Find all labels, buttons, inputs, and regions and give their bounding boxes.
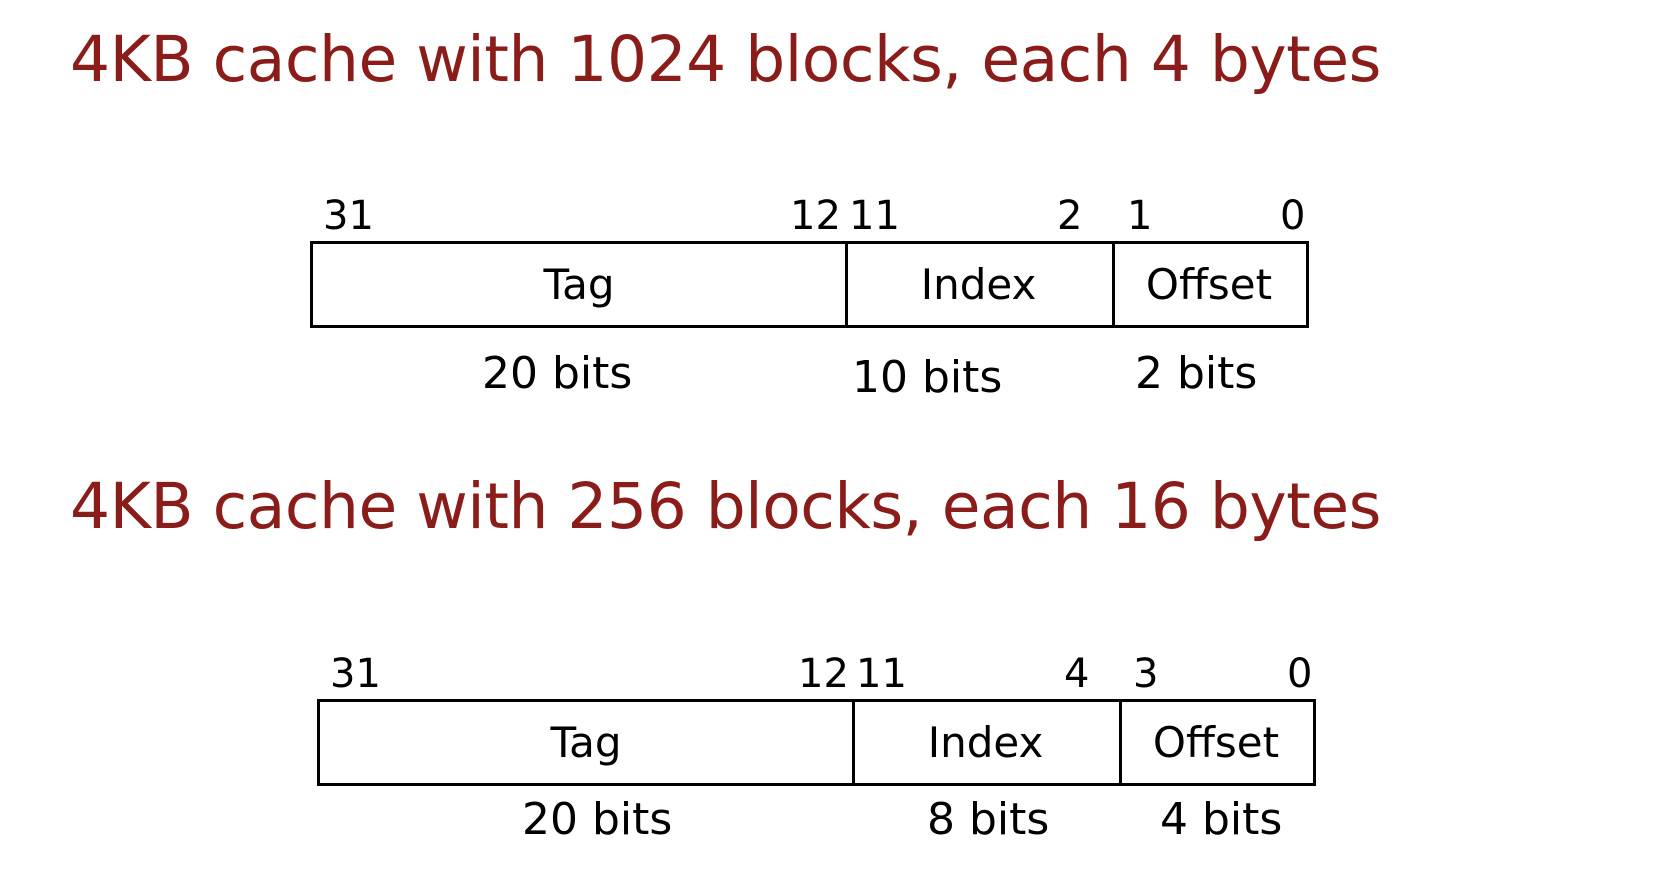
bit-1: 1 <box>1127 193 1153 239</box>
offset-field: Offset <box>1112 241 1309 328</box>
offset-field-label: Offset <box>1145 260 1273 309</box>
bit-0: 0 <box>1287 651 1313 697</box>
tag-width-label: 20 bits <box>522 794 673 845</box>
bit-31: 31 <box>323 193 374 239</box>
bit-0: 0 <box>1280 193 1306 239</box>
index-field: Index <box>852 699 1122 786</box>
offset-field: Offset <box>1119 699 1316 786</box>
address-layout-1: 31 12 11 2 1 0 Tag Index Offset 20 bits … <box>0 0 1676 420</box>
tag-field: Tag <box>310 241 848 328</box>
index-width-label: 10 bits <box>852 352 1003 403</box>
bit-12: 12 <box>790 193 841 239</box>
index-width-label: 8 bits <box>927 794 1050 845</box>
index-field: Index <box>845 241 1115 328</box>
bit-2: 2 <box>1057 193 1083 239</box>
title-layout-1: 4KB cache with 1024 blocks, each 4 bytes <box>70 23 1381 96</box>
index-field-label: Index <box>927 718 1044 767</box>
offset-field-label: Offset <box>1152 718 1280 767</box>
tag-field-label: Tag <box>543 260 615 309</box>
index-field-label: Index <box>920 260 1037 309</box>
bit-3: 3 <box>1133 651 1159 697</box>
tag-field: Tag <box>317 699 855 786</box>
tag-field-label: Tag <box>550 718 622 767</box>
offset-width-label: 4 bits <box>1160 794 1283 845</box>
bit-11: 11 <box>849 193 900 239</box>
offset-width-label: 2 bits <box>1135 348 1258 399</box>
title-layout-2: 4KB cache with 256 blocks, each 16 bytes <box>70 470 1381 543</box>
bit-4: 4 <box>1064 651 1090 697</box>
tag-width-label: 20 bits <box>482 348 633 399</box>
bit-11: 11 <box>856 651 907 697</box>
bit-31: 31 <box>330 651 381 697</box>
bit-12: 12 <box>798 651 849 697</box>
